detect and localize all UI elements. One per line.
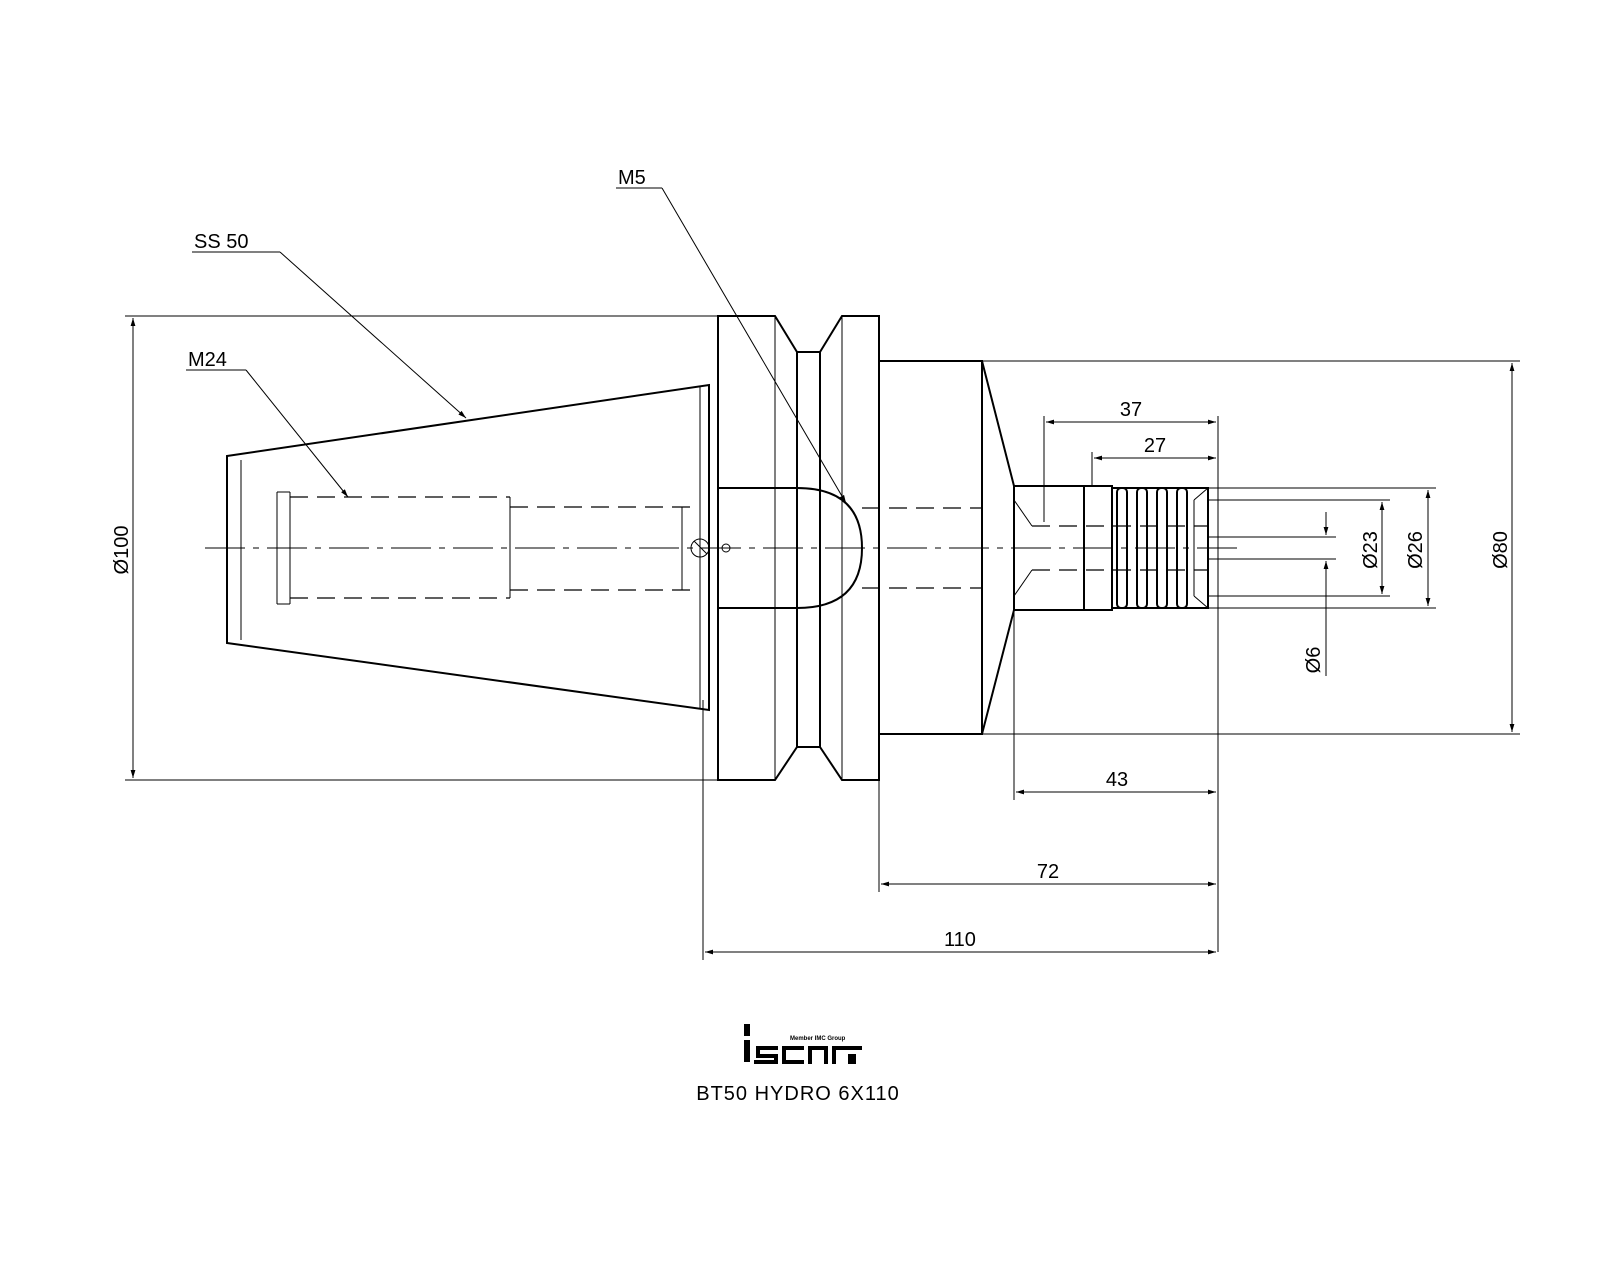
dimension-d6	[1208, 512, 1336, 676]
dimension-43	[1013, 610, 1216, 800]
drawing-title: BT50 HYDRO 6X110	[696, 1083, 900, 1105]
label-37: 37	[1120, 399, 1142, 421]
dimension-d100	[125, 315, 718, 781]
label-d100: Ø100	[111, 526, 133, 575]
dimension-d26	[1208, 487, 1436, 609]
logo-tagline: Member IMC Group	[790, 1036, 846, 1042]
leader-ss50	[192, 251, 467, 419]
taper-body	[226, 383, 731, 712]
dimension-37	[1043, 416, 1219, 952]
dimension-72	[878, 780, 1216, 892]
label-27: 27	[1144, 435, 1166, 457]
dimension-d80	[982, 360, 1520, 735]
label-110: 110	[944, 929, 976, 951]
label-ss50: SS 50	[194, 231, 248, 253]
label-d6: Ø6	[1303, 647, 1325, 674]
dimension-27	[1091, 452, 1216, 486]
clamping-shank	[1013, 485, 1209, 611]
label-m5: M5	[618, 167, 646, 189]
leader-m5	[616, 187, 847, 504]
label-72: 72	[1037, 861, 1059, 883]
dimension-d23	[1208, 499, 1390, 597]
label-d26: Ø26	[1405, 531, 1427, 569]
dimension-110	[702, 700, 1216, 960]
label-d23: Ø23	[1360, 531, 1382, 569]
label-43: 43	[1106, 769, 1128, 791]
leader-m24	[186, 369, 349, 498]
iscar-logo	[742, 1024, 862, 1064]
label-d80: Ø80	[1490, 531, 1512, 569]
label-m24: M24	[188, 349, 227, 371]
